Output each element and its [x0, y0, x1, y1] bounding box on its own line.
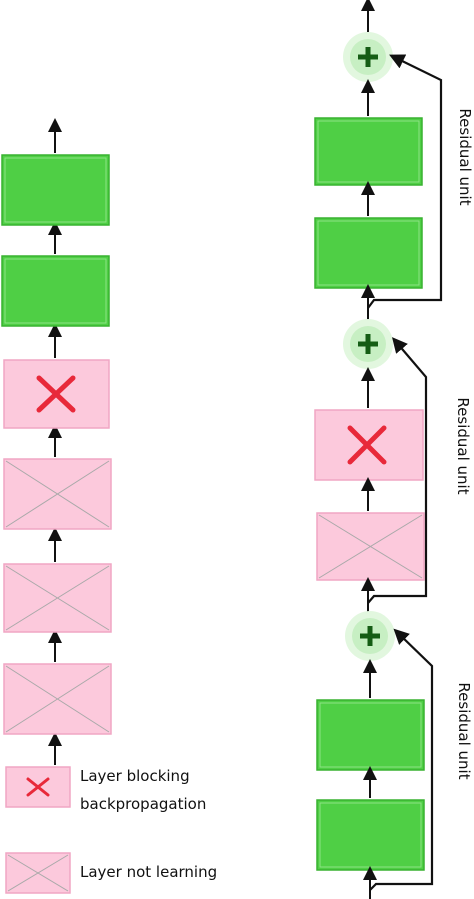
residual-unit-middle: Residual unit	[314, 319, 472, 615]
left-layer-not-learning	[3, 563, 112, 633]
left-layer-not-learning	[3, 663, 112, 735]
legend	[5, 766, 71, 894]
left-layer-not-learning	[3, 458, 112, 530]
adder-plus-icon	[343, 32, 393, 82]
red-cross-icon	[36, 375, 76, 413]
legend-not-learning-label: Layer not learning	[80, 863, 218, 881]
right-layer-learning	[316, 799, 425, 871]
legend-blocking-swatch	[5, 766, 71, 808]
skip-connection-arrow	[367, 54, 443, 309]
residual-unit-label: Residual unit	[455, 682, 473, 779]
right-layer-blocking	[314, 409, 424, 481]
residual-unit-label: Residual unit	[454, 397, 472, 494]
residual-unit-label: Residual unit	[456, 108, 474, 205]
legend-blocking-label: Layer blocking backpropagation	[80, 765, 206, 815]
left-layer-learning	[1, 255, 110, 327]
adder-plus-icon	[345, 611, 395, 661]
left-layer-learning	[1, 154, 110, 226]
skip-connection-arrow	[369, 628, 434, 891]
right-layer-not-learning	[316, 512, 425, 581]
right-layer-learning	[314, 217, 423, 289]
legend-not-learning-swatch	[5, 852, 71, 894]
right-layer-learning	[316, 699, 425, 771]
red-cross-icon	[26, 777, 50, 797]
residual-unit-bottom: Residual unit	[316, 611, 473, 899]
skip-connection-arrow	[367, 337, 428, 604]
legend-blocking-label-line2: backpropagation	[80, 795, 207, 813]
residual-unit-top: Residual unit	[314, 32, 474, 320]
adder-plus-icon	[343, 319, 393, 369]
right-residual-network: Residual unit	[314, 0, 474, 899]
left-plain-network	[1, 118, 112, 765]
right-layer-learning	[314, 117, 423, 186]
left-layer-blocking	[3, 359, 110, 429]
red-cross-icon	[347, 425, 387, 465]
legend-blocking-label-line1: Layer blocking	[80, 767, 190, 785]
